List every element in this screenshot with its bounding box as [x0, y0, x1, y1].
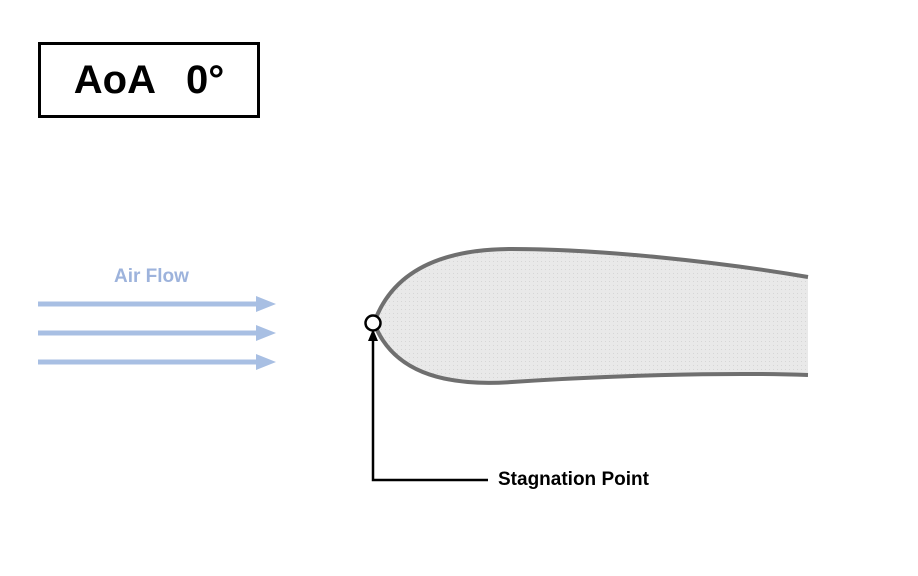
airfoil-shape — [374, 249, 808, 383]
stagnation-point-marker — [364, 314, 382, 332]
air-flow-label: Air Flow — [114, 266, 189, 287]
air-flow-arrow — [38, 325, 276, 341]
stagnation-point-label: Stagnation Point — [498, 469, 649, 490]
air-flow-arrows — [38, 296, 276, 370]
air-flow-arrow — [38, 354, 276, 370]
stagnation-leader — [368, 329, 488, 482]
aoa-indicator: AoA 0° — [38, 42, 260, 118]
aoa-value: 0° — [185, 57, 225, 102]
aoa-label: AoA — [73, 57, 156, 102]
air-flow-arrow — [38, 296, 276, 312]
